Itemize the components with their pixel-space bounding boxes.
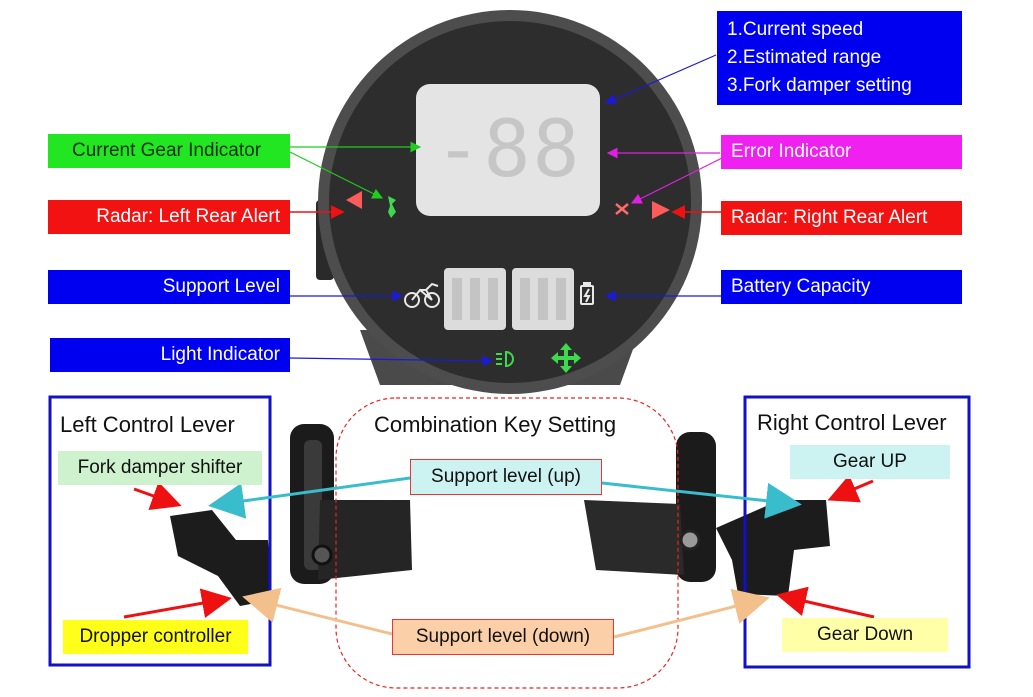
callout-dropper: Dropper controller [63, 620, 248, 654]
bike-icon [404, 282, 440, 308]
light-icon [496, 350, 514, 368]
right-lever-title: Right Control Lever [757, 410, 947, 435]
display-unit [316, 10, 702, 394]
callout-gear-down: Gear Down [782, 618, 948, 652]
info-line-speed: 1.Current speed [727, 19, 864, 40]
callout-fork-damper: Fork damper shifter [58, 451, 262, 485]
label-error-indicator: Error Indicator [721, 135, 962, 169]
move-icon [551, 343, 581, 373]
label-radar-right: Radar: Right Rear Alert [721, 201, 962, 235]
label-current-gear: Current Gear Indicator [48, 134, 290, 168]
label-light-indicator: Light Indicator [50, 338, 290, 372]
radar-left-icon [346, 191, 362, 209]
radar-right-icon [652, 201, 670, 219]
display-info-box: 1.Current speed 2.Estimated range 3.Fork… [717, 11, 962, 105]
left-lever-frame [48, 395, 272, 667]
left-lever-title: Left Control Lever [60, 412, 235, 437]
right-lever-frame [743, 395, 971, 669]
error-icon [615, 203, 629, 215]
label-battery-capacity: Battery Capacity [721, 270, 962, 304]
segment-display [416, 84, 600, 216]
combination-title: Combination Key Setting [374, 412, 617, 437]
label-radar-left: Radar: Left Rear Alert [48, 200, 290, 234]
left-lever-drawing [170, 424, 412, 606]
callout-support-up: Support level (up) [410, 459, 602, 495]
segment-digits: -88 [434, 105, 582, 195]
gear-indicator-icon [388, 196, 396, 218]
callout-support-down: Support level (down) [392, 619, 614, 655]
battery-icon [580, 282, 594, 305]
label-support-level: Support Level [48, 270, 290, 304]
callout-gear-up: Gear UP [790, 445, 950, 479]
combination-key-outline [335, 397, 679, 689]
info-line-range: 2.Estimated range [727, 47, 882, 68]
info-line-fork: 3.Fork damper setting [727, 75, 912, 96]
